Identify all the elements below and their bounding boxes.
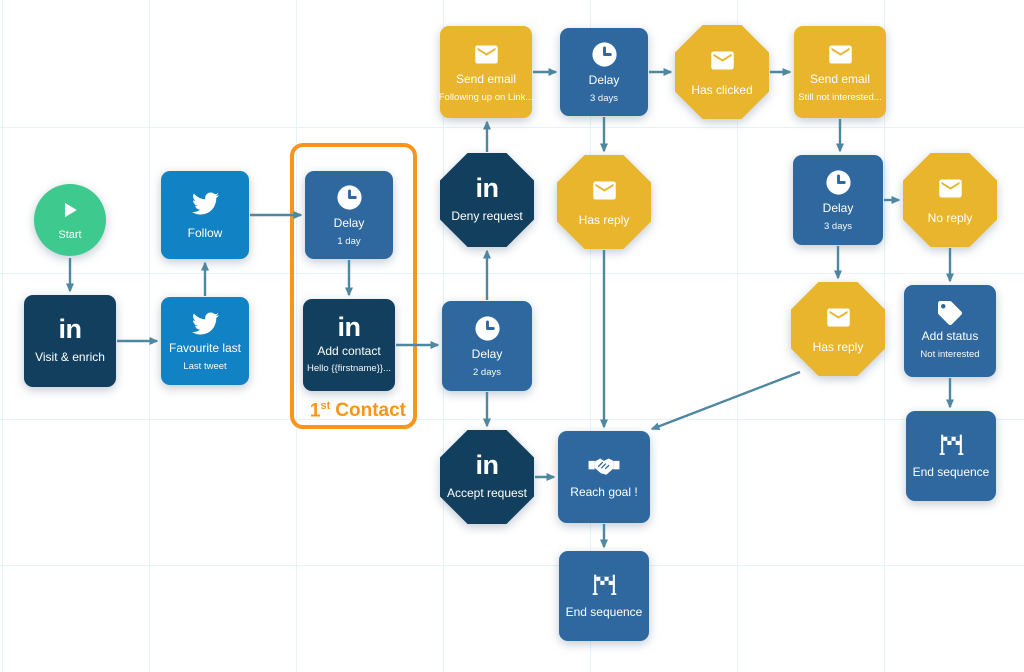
envelope-icon: [825, 304, 852, 331]
node-label: Has reply: [578, 212, 630, 227]
group-label-word: Contact: [335, 400, 406, 421]
node-label: End sequence: [565, 604, 643, 619]
twitter-icon: [191, 190, 219, 217]
finish-flag-icon: [937, 433, 966, 456]
node-delay-3days-top[interactable]: Delay 3 days: [560, 28, 648, 116]
finish-flag-icon: [590, 573, 619, 596]
node-label: Add contact: [317, 343, 381, 358]
twitter-icon: [191, 310, 219, 337]
node-delay-3days-right[interactable]: Delay 3 days: [793, 155, 883, 245]
linkedin-icon: in: [475, 449, 500, 480]
node-label: Deny request: [451, 209, 523, 224]
first-contact-group-box: 1st Contact: [290, 143, 417, 429]
linkedin-icon: in: [475, 172, 500, 203]
node-label: Delay: [471, 346, 503, 361]
clock-icon: [473, 314, 502, 343]
clock-icon: [335, 183, 364, 212]
node-label: Has reply: [812, 339, 864, 354]
envelope-icon: [709, 47, 736, 74]
node-label: Follow: [187, 225, 223, 240]
node-sublabel: 3 days: [590, 92, 618, 104]
node-label: Visit & enrich: [35, 350, 105, 365]
node-reach-goal[interactable]: Reach goal !: [558, 431, 650, 523]
linkedin-icon: in: [337, 312, 362, 343]
node-label: Send email: [809, 71, 871, 86]
node-no-reply[interactable]: No reply: [903, 153, 997, 247]
node-label: Favourite last: [168, 340, 242, 355]
group-label-number: 1: [309, 400, 321, 421]
node-label: Delay: [822, 200, 854, 215]
first-contact-group-label: 1st Contact: [310, 400, 406, 422]
node-sublabel: Not interested: [920, 349, 980, 361]
node-label: Delay: [588, 72, 620, 87]
node-label: Reach goal !: [570, 484, 638, 499]
node-delay-2days[interactable]: Delay 2 days: [442, 301, 532, 391]
node-label: End sequence: [912, 464, 990, 479]
node-has-reply-mid[interactable]: Has reply: [557, 155, 651, 249]
node-sublabel: Last tweet: [183, 360, 227, 372]
node-follow[interactable]: Follow: [161, 171, 249, 259]
envelope-icon: [937, 175, 964, 202]
clock-icon: [590, 40, 619, 69]
node-sublabel: Still not interested...: [798, 91, 882, 103]
node-label: Delay: [333, 215, 365, 230]
node-label: No reply: [927, 210, 973, 225]
group-label-suffix: st: [320, 399, 331, 412]
node-end-sequence-mid[interactable]: End sequence: [559, 551, 649, 641]
node-has-clicked[interactable]: Has clicked: [675, 25, 769, 119]
node-end-sequence-right[interactable]: End sequence: [906, 411, 996, 501]
linkedin-icon: in: [58, 313, 83, 344]
node-start[interactable]: Start: [34, 184, 106, 256]
clock-icon: [824, 168, 853, 197]
node-label: Add status: [921, 329, 979, 344]
node-delay-1day[interactable]: Delay 1 day: [305, 171, 393, 259]
node-sublabel: 3 days: [824, 220, 852, 232]
handshake-icon: [587, 455, 621, 476]
node-label: Has clicked: [691, 82, 753, 97]
node-label: Start: [58, 228, 82, 241]
envelope-icon: [473, 41, 500, 68]
node-sublabel: Hello {{firstname}}...: [307, 363, 391, 375]
node-has-reply-right[interactable]: Has reply: [791, 282, 885, 376]
node-label: Send email: [455, 71, 517, 86]
node-sublabel: 2 days: [473, 366, 501, 378]
node-sublabel: 1 day: [337, 235, 361, 247]
node-sublabel: Following up on Link...: [438, 91, 534, 103]
envelope-icon: [827, 41, 854, 68]
tag-icon: [938, 301, 962, 326]
play-icon: [59, 199, 81, 221]
envelope-icon: [591, 177, 618, 204]
node-label: Accept request: [446, 486, 528, 501]
